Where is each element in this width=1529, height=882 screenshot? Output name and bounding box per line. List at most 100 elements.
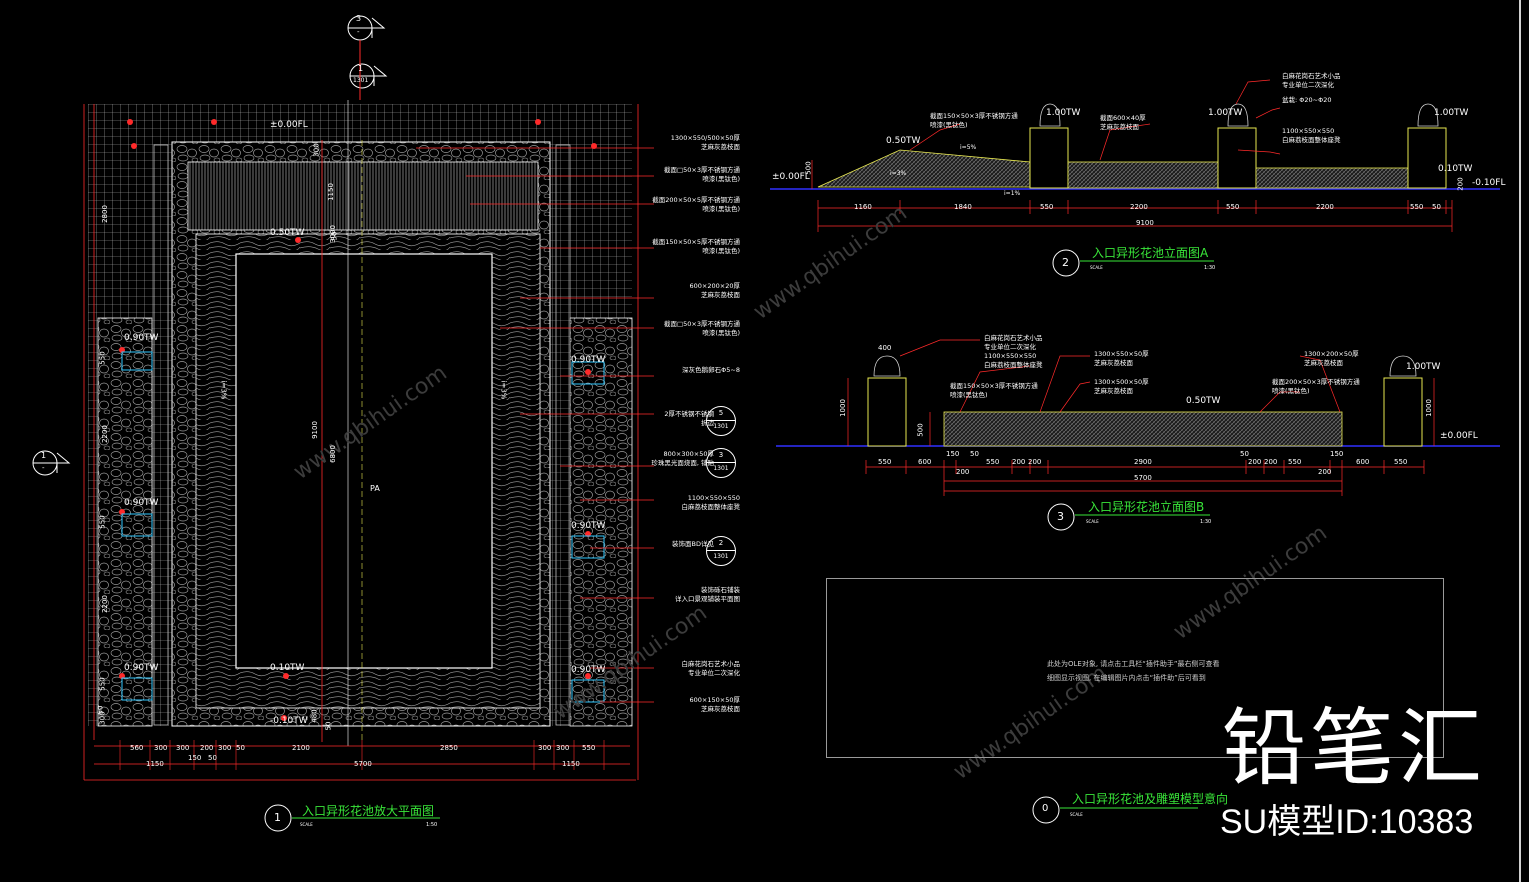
annotation-text: 详入口景观铺装平面图 — [675, 595, 740, 603]
dim-text: 600 — [1356, 458, 1370, 466]
annotation-text: 白麻花岗石艺术小品 — [1282, 72, 1341, 80]
view-title-underlines — [292, 260, 1214, 819]
dim-text: 550 — [1394, 458, 1408, 466]
view-title-circles — [264, 249, 1080, 832]
elev-a-dims — [811, 160, 1453, 232]
annotation-text: 盆栽: Φ20~Φ20 — [1282, 96, 1332, 104]
annotation-text: 截面150×50×3厚不锈钢方通 — [930, 112, 1018, 120]
view-number: 2 — [1062, 256, 1069, 269]
tile-watermark-text: www.qbihui.com — [749, 201, 912, 325]
annotation-text: 喷漆(黑钛色) — [950, 391, 988, 399]
level-label: 0.10TW — [1438, 164, 1473, 174]
annotation-text: 珍珠黑光面烧面, 铺贴 — [651, 459, 714, 467]
dim-text: 500 — [804, 161, 813, 175]
dim-text: 200 — [1264, 458, 1278, 466]
dim-text: 480 — [310, 709, 319, 723]
dim-text: 2800 — [100, 205, 109, 223]
dim-text: 550 — [1410, 203, 1424, 211]
level-label: 0.50TW — [1186, 396, 1221, 406]
callout-sheet: 1301 — [713, 553, 729, 560]
plan-left-strip — [153, 144, 169, 726]
elevation-a — [770, 79, 1500, 232]
level-label: 0.10TW — [270, 663, 305, 673]
elev-a-leaders — [909, 79, 1281, 161]
dim-text: 200 — [1456, 177, 1465, 191]
callout-bubble: 3 1301 — [706, 448, 736, 478]
dim-text: 200 — [1028, 458, 1042, 466]
ole-note: 此处为OLE对象, 请点击工具栏“插件助手”最右侧可查看 细图显示视图, 在编辑… — [1047, 657, 1347, 685]
dim-text: 1000 — [838, 399, 847, 417]
slope-label: i=3% — [219, 380, 228, 400]
annotation-text: 专业单位二次深化 — [688, 669, 740, 677]
level-label: 0.90TW — [571, 665, 606, 675]
annotation-text: 深灰色鹅卵石Φ5~8 — [682, 366, 740, 374]
dim-text: 1000 — [1424, 399, 1433, 417]
callout-sheet: 1301 — [713, 465, 729, 472]
elev-b-ann-5: 截面200×50×3厚不锈钢方通 喷漆(黑钛色) — [1272, 378, 1360, 396]
elev-b-sculptures — [873, 355, 1417, 377]
dim-text: 200 — [956, 468, 970, 476]
dim-text: 550 — [98, 351, 107, 365]
annotation-text: 1300×500×50厚 — [1094, 378, 1149, 386]
dim-text: 300 — [176, 744, 190, 752]
annotation-text: 装饰面BD详见 — [672, 540, 714, 548]
section-marker-num: 3 — [356, 14, 362, 23]
callout-bubble: 5 1301 — [706, 406, 736, 436]
annotation-text: 截面150×50×3厚不锈钢方通 — [950, 382, 1038, 390]
annotation-text: 1100×550×550 — [984, 352, 1037, 360]
annotation-text: 截面150×50×5厚不锈钢方通 — [652, 238, 740, 246]
scale-label: SCALE — [1070, 812, 1083, 817]
annotation-text: 专业单位二次深化 — [984, 343, 1036, 351]
elev-a-sculptures — [1039, 103, 1439, 127]
annotation-text: 截面□50×3厚不锈钢方通 — [664, 166, 740, 174]
level-label: 0.90TW — [124, 498, 159, 508]
dim-text: 200 — [200, 744, 214, 752]
annotation-text: 白麻荔枝面整体座凳 — [984, 361, 1043, 369]
ole-line: 此处为OLE对象, 请点击工具栏“插件助手”最右侧可查看 — [1047, 660, 1220, 668]
level-label: 0.90TW — [124, 333, 159, 343]
elev-b-leaders — [899, 339, 1341, 413]
annotation-text: 芝麻灰荔枝面 — [701, 291, 740, 299]
elev-a-slope — [817, 149, 1031, 188]
dim-text: 500 — [916, 423, 925, 437]
dim-text: 150 — [188, 754, 202, 762]
elev-b-dims — [847, 378, 1435, 496]
annotation-text: 600×150×50厚 — [689, 696, 740, 704]
dim-text: 300 — [556, 744, 570, 752]
ole-object-frame[interactable]: 此处为OLE对象, 请点击工具栏“插件助手”最右侧可查看 细图显示视图, 在编辑… — [826, 578, 1444, 758]
dim-text: 400 — [878, 344, 892, 352]
callout-num: 5 — [707, 407, 735, 421]
section-marker-top — [32, 15, 388, 476]
dim-text: 50 — [324, 721, 333, 731]
annotation-text: 1300×550/500×50厚 — [670, 134, 740, 142]
slope-label: i=1% — [1004, 190, 1021, 197]
view-title: 入口异形花池立面图A — [1092, 246, 1209, 260]
elev-b-bed — [943, 411, 1343, 447]
scale-value: 1:30 — [1200, 519, 1212, 525]
annotation-text: 喷漆(黑钛色) — [702, 329, 740, 337]
section-marker-num: 1 — [358, 64, 364, 73]
view-number: 1 — [274, 811, 281, 824]
dim-text: 1150 — [146, 760, 164, 768]
level-label: ±0.00FL — [1440, 431, 1478, 441]
level-label: 0.90TW — [571, 521, 606, 531]
dim-text: 200 — [1318, 468, 1332, 476]
dim-text: 1160 — [854, 203, 872, 211]
plan-right-stone — [569, 317, 633, 727]
dim-text: 550 — [98, 677, 107, 691]
dim-text: 50 — [208, 754, 217, 762]
annotation-text: 1300×550×50厚 — [1094, 350, 1149, 358]
dim-text: 550 — [1040, 203, 1054, 211]
dim-text: 5700 — [354, 760, 372, 768]
annotation-text: 800×300×50厚 — [663, 450, 714, 458]
slope-label: i=3% — [890, 170, 907, 177]
annotation-text: 截面200×50×5厚不锈钢方通 — [652, 196, 740, 204]
dim-text: 200 — [1012, 458, 1026, 466]
dim-text: 200 — [1248, 458, 1262, 466]
annotation-text: 白麻花岗石艺术小品 — [984, 334, 1043, 342]
annotation-text: 芝麻灰荔枝面 — [1094, 359, 1133, 367]
level-label: 0.90TW — [571, 355, 606, 365]
dim-text: 550 — [986, 458, 1000, 466]
annotation-text: 喷漆(黑钛色) — [1272, 387, 1310, 395]
